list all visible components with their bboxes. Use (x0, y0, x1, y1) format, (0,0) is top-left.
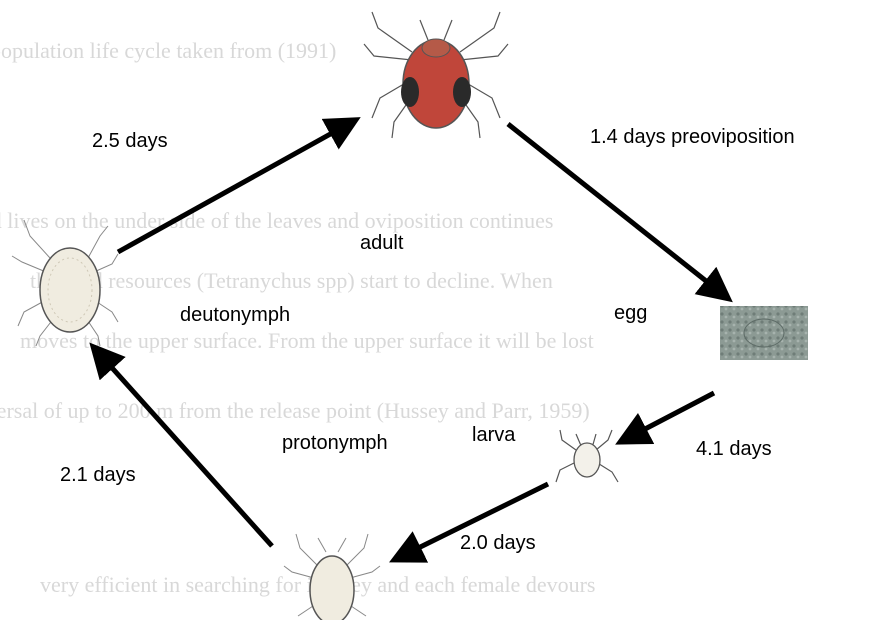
protonymph-mite-icon (284, 534, 380, 620)
duration-label-larva-to-protonymph: 2.0 days (460, 532, 536, 555)
stage-label-larva: larva (472, 424, 515, 447)
adult-mite-icon (364, 12, 508, 138)
arrow-egg-to-larva (624, 393, 714, 440)
stage-label-egg: egg (614, 302, 647, 325)
stage-label-deutonymph: deutonymph (180, 304, 290, 327)
duration-label-egg-to-larva: 4.1 days (696, 438, 772, 461)
egg-icon (720, 306, 808, 360)
deutonymph-mite-icon (12, 220, 118, 346)
stage-label-adult: adult (360, 232, 403, 255)
arrow-protonymph-to-deutonymph (96, 350, 272, 546)
duration-label-adult-to-egg: 1.4 days preoviposition (590, 126, 795, 149)
arrow-adult-to-egg (508, 124, 725, 296)
duration-label-protonymph-to-deutonymph: 2.1 days (60, 464, 136, 487)
stage-label-protonymph: protonymph (282, 432, 388, 455)
duration-label-deutonymph-to-adult: 2.5 days (92, 130, 168, 153)
larva-mite-icon (556, 430, 618, 482)
